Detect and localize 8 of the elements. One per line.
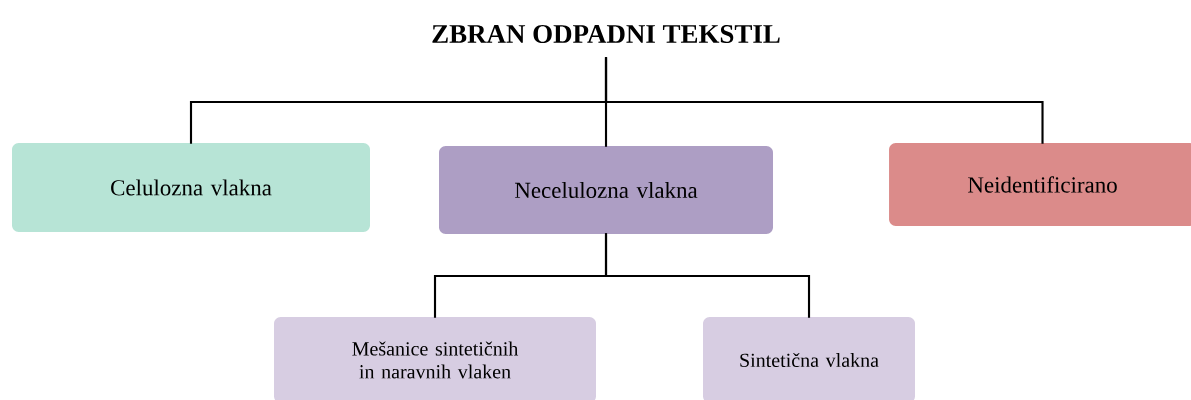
- category-box: Sintetična vlakna: [703, 317, 915, 400]
- title-text: ZBRAN ODPADNI TEKSTIL: [432, 24, 780, 44]
- category-box: Celulozna vlakna: [12, 142, 370, 233]
- category-box: Neidentificirano: [889, 143, 1191, 226]
- category-box: Mešanice sintetičnih in naravnih vlaken: [274, 317, 596, 400]
- connector-line: [604, 233, 811, 318]
- category-box: Necelulozna vlakna: [439, 146, 773, 234]
- connector-line: [604, 57, 1044, 144]
